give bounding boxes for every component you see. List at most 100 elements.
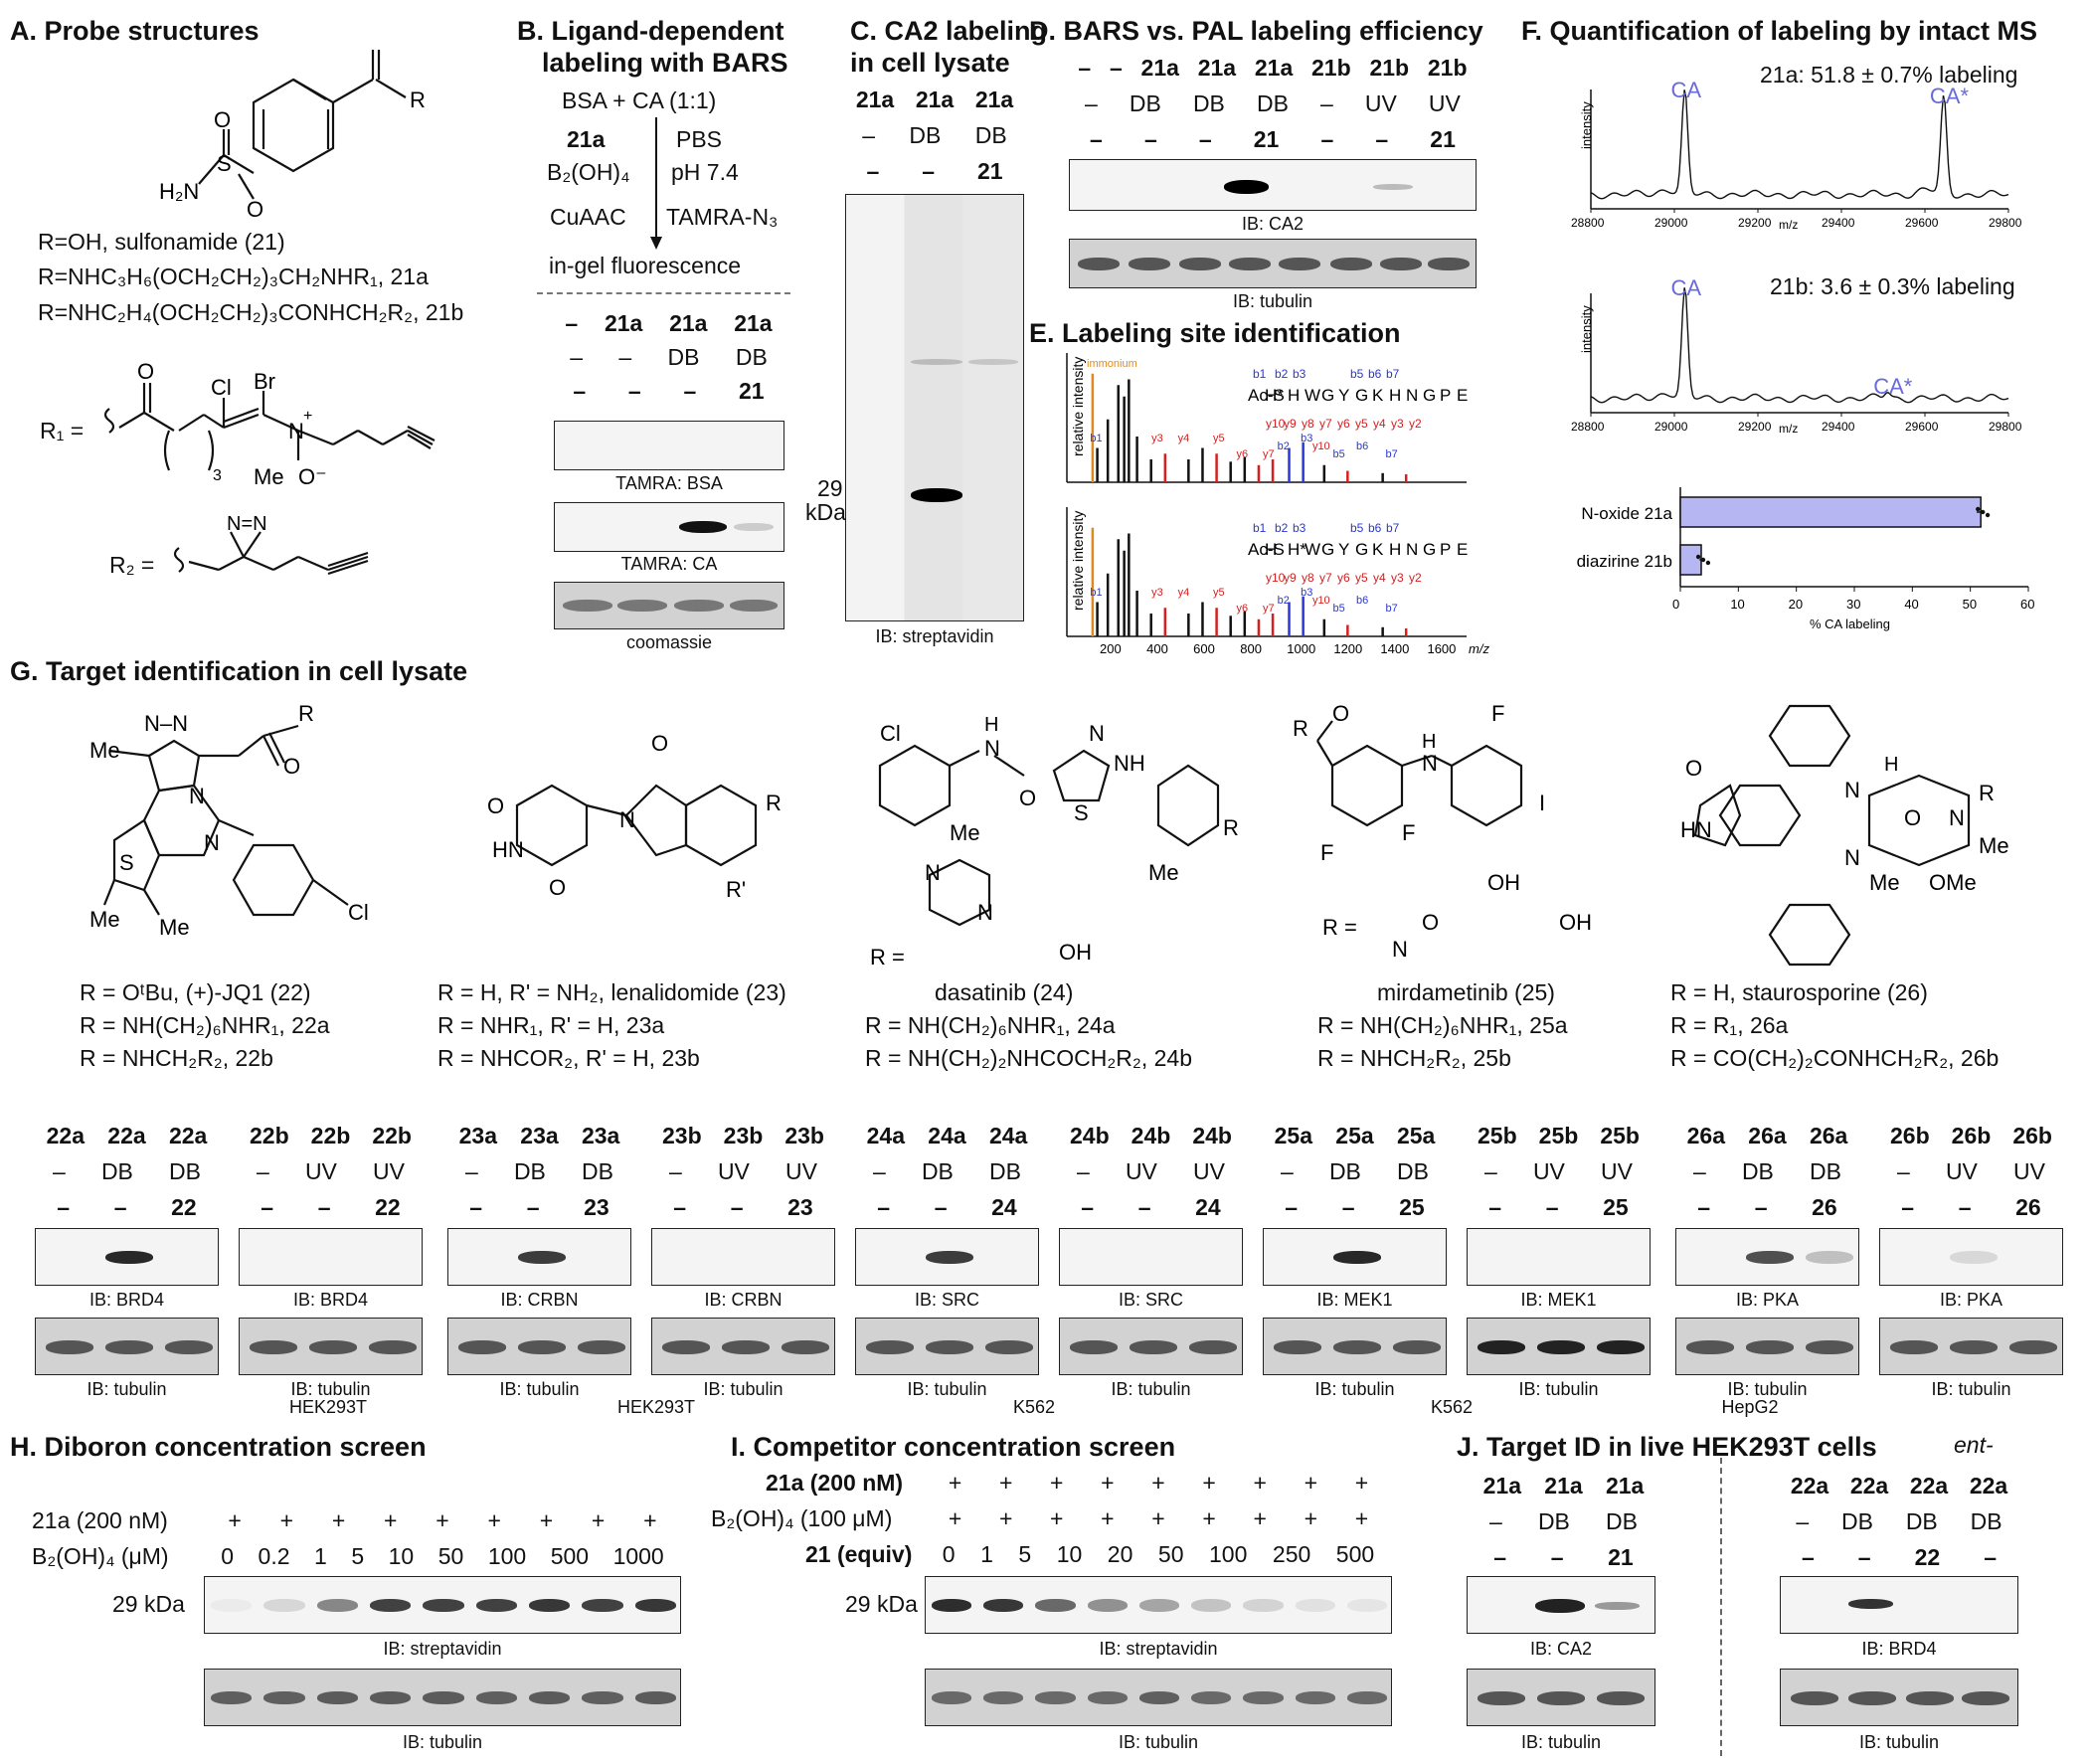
peak-annotation: y6 (1236, 603, 1248, 615)
lane-value: + (1151, 1505, 1165, 1531)
panel-b-title-1: B. Ligand-dependent (517, 16, 784, 46)
compound-line: mirdametinib (25) (1377, 979, 1555, 1005)
panel-g-title: G. Target identification in cell lysate (10, 656, 468, 686)
band (1191, 1691, 1232, 1704)
compound-line: R = H, R' = NH₂, lenalidomide (23) (437, 979, 786, 1005)
lane-label: – (669, 1157, 682, 1184)
r1-charge-plus: + (303, 408, 312, 425)
lane-label: 23a (581, 1122, 620, 1148)
bar-xtick: 20 (1789, 597, 1803, 612)
band (932, 1691, 972, 1704)
spectrum-ylabel-top: relative intensity (1070, 357, 1086, 456)
lane-label: – (1320, 89, 1333, 116)
panel-b-title-2: labeling with BARS (542, 48, 788, 78)
band (529, 1599, 571, 1612)
svg-text:N–N: N–N (144, 711, 188, 736)
lane-label: – (1137, 1193, 1151, 1220)
band (1950, 1251, 1998, 1264)
target-blot-caption: IB: BRD4 (292, 1290, 369, 1310)
probe-line-21b: R=NHC₂H₄(OCH₂CH₂)₃CONHCH₂R₂, 21b (38, 299, 464, 325)
lane-label: DB (735, 343, 768, 370)
bar-category-label: N-oxide 21a (1581, 504, 1672, 523)
compound-line: R = NH(CH₂)₆NHR₁, 25a (1317, 1012, 1568, 1038)
lane-label: 21a (669, 309, 708, 336)
sequence-residue: H (1389, 386, 1401, 405)
svg-text:O: O (247, 197, 263, 222)
tubulin-blot-caption: IB: tubulin (1111, 1379, 1191, 1399)
band (1537, 1691, 1585, 1705)
svg-text:Me: Me (159, 915, 190, 940)
band (309, 1340, 357, 1354)
tubulin-blot (447, 1318, 631, 1375)
lane-label: – (1198, 125, 1212, 152)
lane-label: – (257, 1157, 269, 1184)
band (578, 1340, 625, 1354)
b-ion-label: b1 (1253, 521, 1267, 535)
peak-annotation: y4 (1178, 587, 1190, 599)
peak-annotation: b5 (1333, 448, 1345, 460)
mirdametinib-structure: R O H N F F F I R = O N OH OH (1293, 701, 1592, 962)
lane-label: 21a (734, 309, 773, 336)
tubulin-caption-d: IB: tubulin (1232, 291, 1313, 311)
band (968, 359, 1018, 365)
panel-e-title: E. Labeling site identification (1029, 318, 1401, 348)
tubulin-blot-d (1069, 239, 1477, 288)
tubulin-blot (651, 1318, 835, 1375)
target-blot-caption: IB: SRC (914, 1290, 979, 1310)
sequence-residue: G (1423, 386, 1436, 405)
lane-label: – (627, 377, 641, 404)
band (1179, 258, 1221, 270)
band (674, 600, 724, 612)
lane-label: 24b (1131, 1122, 1171, 1148)
sequence-residue: P (1440, 540, 1451, 559)
lane-label: 25b (1538, 1122, 1579, 1148)
b-ion-label: b1 (1253, 367, 1267, 381)
panel-f-title: F. Quantification of labeling by intact … (1521, 16, 2038, 46)
target-blot-caption: IB: CRBN (500, 1290, 579, 1310)
peak-annotation: b6 (1356, 441, 1368, 452)
y-ion-label: y10 (1266, 571, 1286, 585)
svg-text:N: N (1422, 751, 1438, 776)
ms-xtick: 29400 (1822, 216, 1855, 230)
r1-atom-me: Me (254, 464, 284, 489)
lane-label: 22a (46, 1122, 86, 1148)
sequence-residue: Ac-S (1248, 386, 1285, 405)
tubulin-blot (855, 1318, 1039, 1375)
lane-label: 25a (1274, 1122, 1313, 1148)
svg-text:NH: NH (1114, 751, 1145, 776)
band (634, 1599, 676, 1612)
blot-lane-labels: ––26 (1879, 1190, 2063, 1224)
svg-text:F: F (1491, 701, 1504, 726)
lane-label: UV (1428, 89, 1461, 116)
band (211, 1691, 253, 1704)
svg-text:Me: Me (1148, 860, 1179, 885)
compound-25-labels: mirdametinib (25) R = NH(CH₂)₆NHR₁, 25a … (1317, 979, 1568, 1078)
peak-annotation: y5 (1213, 433, 1225, 444)
sequence-residue: N (1406, 540, 1418, 559)
h-streptavidin-blot (204, 1576, 681, 1634)
lane-label: DB (168, 1157, 201, 1184)
panel-b-divider (537, 292, 790, 294)
ms-xtick: 29200 (1738, 216, 1772, 230)
band (926, 1340, 973, 1354)
i-row2-label: B₂(OH)₄ (100 μM) (711, 1505, 893, 1531)
band (734, 523, 774, 531)
svg-text:Me: Me (1869, 870, 1900, 895)
band (1243, 1691, 1284, 1704)
band (475, 1691, 517, 1704)
h-row2-label: B₂(OH)₄ (μM) (32, 1543, 169, 1569)
lane-value: + (331, 1507, 346, 1533)
lane-label: 26a (1686, 1122, 1726, 1148)
band (582, 1599, 623, 1612)
ms-peak-label: CA (1671, 80, 1702, 102)
spectrum-ylabel-bottom: relative intensity (1070, 511, 1086, 611)
scheme-arrow (650, 117, 662, 250)
lane-label: 23b (784, 1122, 824, 1148)
lane-label: 22b (250, 1122, 289, 1148)
lane-label: 21 (1253, 125, 1280, 152)
lane-value: 100 (487, 1543, 527, 1569)
